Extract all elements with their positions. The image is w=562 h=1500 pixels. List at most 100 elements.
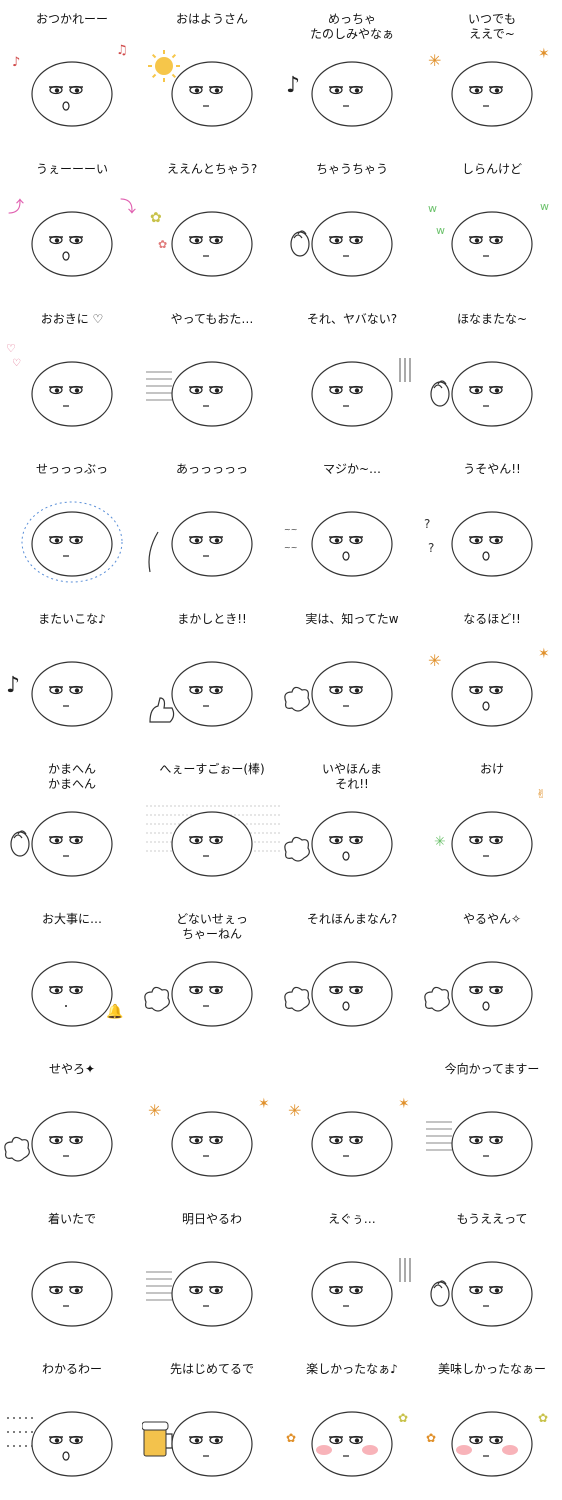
sticker-cell[interactable]: それ、ヤバない? — [282, 300, 422, 450]
sticker-caption: 着いたで — [47, 1212, 96, 1226]
sticker-cell[interactable]: まかしとき!! — [142, 600, 282, 750]
sticker-cell[interactable]: もうええって — [422, 1200, 562, 1350]
sticker-character — [149, 661, 253, 727]
question-icon: ? — [424, 517, 430, 531]
right-pupil — [74, 538, 80, 543]
sticker-caption: お大事に… — [41, 912, 102, 926]
sticker-caption: まかしとき!! — [177, 612, 247, 626]
sticker-cell[interactable]: えぐぅ… — [282, 1200, 422, 1350]
sticker-cell[interactable]: 着いたで — [2, 1200, 142, 1350]
left-pupil — [474, 238, 480, 243]
sticker-cell[interactable]: うぇーーーい⤴⤵ — [2, 150, 142, 300]
left-pupil — [334, 238, 340, 243]
sticker-cell[interactable]: ええんとちゃう?✿✿ — [142, 150, 282, 300]
sticker-cell[interactable]: やってもおた… — [142, 300, 282, 450]
sticker-caption: わかるわー — [41, 1362, 102, 1376]
sticker-cell[interactable]: それほんまなん? — [282, 900, 422, 1050]
sparkle-icon: ✳ — [434, 834, 446, 850]
sticker-cell[interactable]: 実は、知ってたw — [282, 600, 422, 750]
sticker-cell[interactable]: ちゃうちゃう — [282, 150, 422, 300]
right-pupil — [354, 388, 360, 393]
mouth — [482, 701, 490, 711]
dot-mark — [13, 1431, 15, 1433]
sticker-caption: かまへん かまへん — [47, 762, 96, 791]
sticker-character — [284, 811, 393, 877]
sticker-cell[interactable]: ✳✶ — [142, 1050, 282, 1200]
mouth — [342, 1001, 350, 1011]
sticker-cell[interactable]: おつかれーー♪♫ — [2, 0, 142, 150]
character-body — [451, 361, 533, 427]
puff-icon — [284, 986, 310, 1012]
right-pupil — [214, 688, 220, 693]
character-body — [31, 961, 113, 1027]
flower-icon: ✿ — [150, 210, 162, 226]
sticker-cell[interactable]: 先はじめてるで — [142, 1350, 282, 1500]
sticker-cell[interactable]: へぇーすごぉー(棒) — [142, 750, 282, 900]
character-body — [311, 211, 393, 277]
character-body — [451, 511, 533, 577]
right-pupil — [214, 988, 220, 993]
left-pupil — [54, 688, 60, 693]
sticker-caption: おつかれーー — [35, 12, 108, 26]
left-pupil — [334, 1288, 340, 1293]
sticker-cell[interactable]: ほなまたな~ — [422, 300, 562, 450]
sticker-cell[interactable]: うそやん!!?? — [422, 450, 562, 600]
mouth — [65, 1005, 67, 1007]
sticker-cell[interactable]: せやろ✦ — [2, 1050, 142, 1200]
sticker-cell[interactable]: 今向かってますー — [422, 1050, 562, 1200]
character-body — [311, 511, 393, 577]
sticker-cell[interactable]: またいこな♪♪ — [2, 600, 142, 750]
sticker-cell[interactable]: いつでも ええで~✳✶ — [422, 0, 562, 150]
sticker-caption: 明日やるわ — [181, 1212, 242, 1226]
character-body — [171, 211, 253, 277]
sticker-cell[interactable]: 明日やるわ — [142, 1200, 282, 1350]
question-icon: ? — [428, 541, 434, 555]
sticker-cell[interactable]: お大事に…🔔 — [2, 900, 142, 1050]
sticker-cell[interactable]: 美味しかったなぁー✿✿ — [422, 1350, 562, 1500]
sticker-cell[interactable]: マジか~…~~~~ — [282, 450, 422, 600]
sticker-character — [284, 961, 393, 1027]
dot-mark — [31, 1417, 33, 1419]
sticker-cell[interactable]: おはようさん — [142, 0, 282, 150]
left-pupil — [54, 1288, 60, 1293]
sticker-cell[interactable]: 楽しかったなぁ♪✿✿ — [282, 1350, 422, 1500]
sticker-caption: えぐぅ… — [328, 1212, 376, 1226]
sparkle-icon: ✶ — [258, 1096, 270, 1112]
finger-icon — [433, 1280, 447, 1289]
right-pupil — [494, 1138, 500, 1143]
sticker-character — [430, 361, 533, 427]
character-body — [451, 811, 533, 877]
dot-mark — [7, 1417, 9, 1419]
right-pupil — [74, 988, 80, 993]
dot-mark — [25, 1445, 27, 1447]
sticker-cell[interactable]: わかるわー — [2, 1350, 142, 1500]
right-pupil — [354, 838, 360, 843]
right-pupil — [354, 688, 360, 693]
sticker-cell[interactable]: めっちゃ たのしみやなぁ♪ — [282, 0, 422, 150]
sticker-cell[interactable]: せっっっぶっ — [2, 450, 142, 600]
sticker-cell[interactable]: ✳✶ — [282, 1050, 422, 1200]
right-pupil — [74, 1438, 80, 1443]
left-pupil — [194, 538, 200, 543]
right-pupil — [494, 988, 500, 993]
beer-handle-icon — [166, 1433, 173, 1449]
character-body — [31, 1411, 113, 1477]
sparkle-icon: ✳ — [148, 1101, 161, 1120]
sticker-cell[interactable]: かまへん かまへん — [2, 750, 142, 900]
sticker-character — [311, 358, 411, 427]
right-pupil — [354, 988, 360, 993]
sticker-cell[interactable]: おけ✳✌ — [422, 750, 562, 900]
sticker-cell[interactable]: やるやん✧ — [422, 900, 562, 1050]
sticker-character — [148, 50, 253, 127]
sticker-cell[interactable]: どないせぇっ ちゃーねん — [142, 900, 282, 1050]
sun-icon — [155, 57, 173, 75]
puff-icon — [284, 686, 310, 712]
sticker-cell[interactable]: いやほんま それ!! — [282, 750, 422, 900]
sticker-cell[interactable]: おおきに ♡♡♡ — [2, 300, 142, 450]
mouth — [342, 851, 350, 861]
sticker-cell[interactable]: あっっっっっ — [142, 450, 282, 600]
dot-mark — [19, 1417, 21, 1419]
sticker-cell[interactable]: なるほど!!✳✶ — [422, 600, 562, 750]
